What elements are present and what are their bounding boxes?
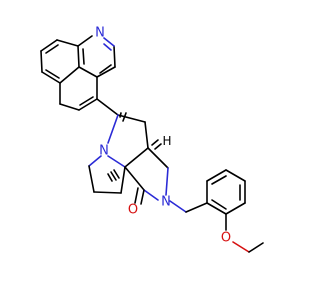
stereo-hydrogen-label: H <box>162 134 171 148</box>
lactam-nitrogen-label: N <box>161 195 171 210</box>
methoxy-oxygen-label: O <box>221 231 231 246</box>
carbonyl-bonds <box>134 187 145 205</box>
methoxy-bonds <box>225 213 264 253</box>
isoquinoline-nitrogen-label: N <box>95 26 105 41</box>
isoquinoline-ring-bonds <box>77 35 116 78</box>
isoquinoline-benzo-bonds <box>40 39 98 111</box>
carbonyl-oxygen-label: O <box>128 203 138 218</box>
stereo-hash-marks <box>107 112 162 182</box>
benzyl-bonds <box>169 169 246 215</box>
aryl-link-bond <box>96 98 119 116</box>
pyrrolidine-nitrogen-label: N <box>99 144 109 159</box>
molecule-drawing: N N N O O H <box>40 26 264 253</box>
pyrrolizidine-core-bonds <box>88 114 169 201</box>
structure-diagram: N N N O O H <box>40 26 264 253</box>
